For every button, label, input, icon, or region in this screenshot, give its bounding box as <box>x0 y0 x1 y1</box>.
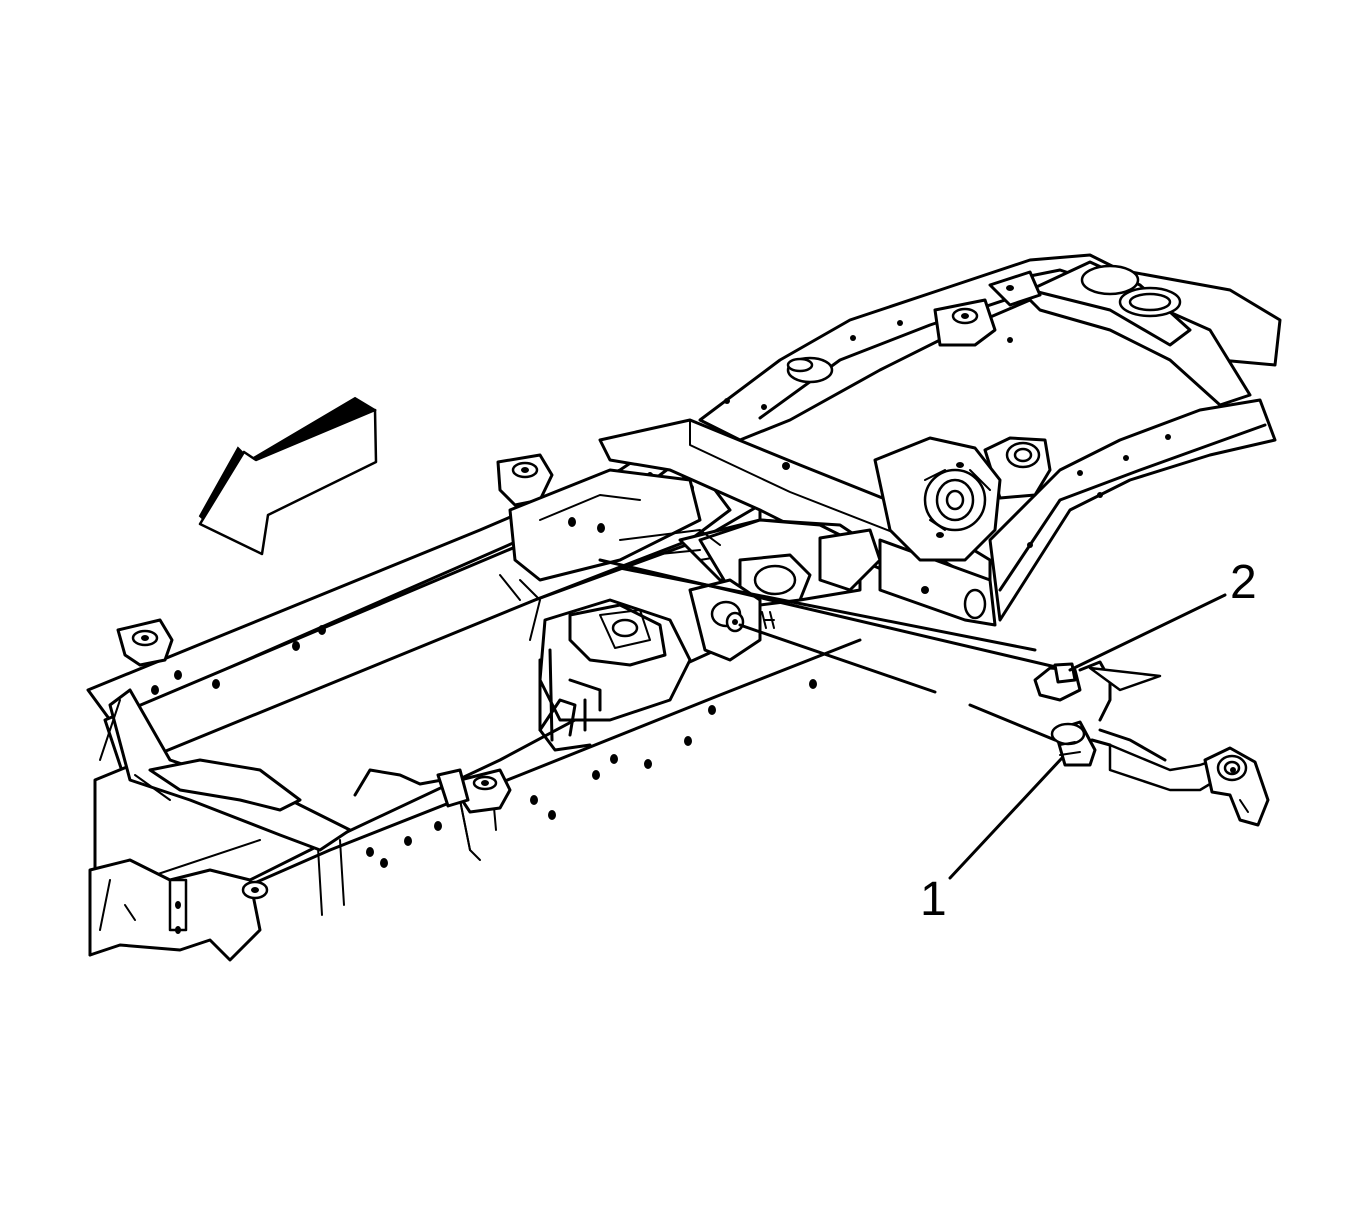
rear-differential <box>873 436 1002 562</box>
callout-leader-2 <box>1068 593 1227 672</box>
frame-rail-rear <box>698 253 1282 442</box>
brake-assembly <box>353 574 692 861</box>
front-crossmember <box>88 688 352 962</box>
callout-label-1: 1 <box>920 873 947 926</box>
frame-rail-right <box>983 398 1277 622</box>
cable-bracket <box>688 578 775 662</box>
body-mount-bracket <box>458 768 512 814</box>
callout-label-2: 2 <box>1230 556 1257 609</box>
parking-brake-cable <box>1078 660 1270 827</box>
grommet-part-1 <box>1050 720 1112 767</box>
retainer-clip-part-2 <box>1033 662 1162 702</box>
arrow-front-left-icon <box>198 396 378 556</box>
body-mount-bracket <box>116 618 174 667</box>
callout-leader-1 <box>948 756 1064 880</box>
cable-explode-line <box>598 558 1062 742</box>
